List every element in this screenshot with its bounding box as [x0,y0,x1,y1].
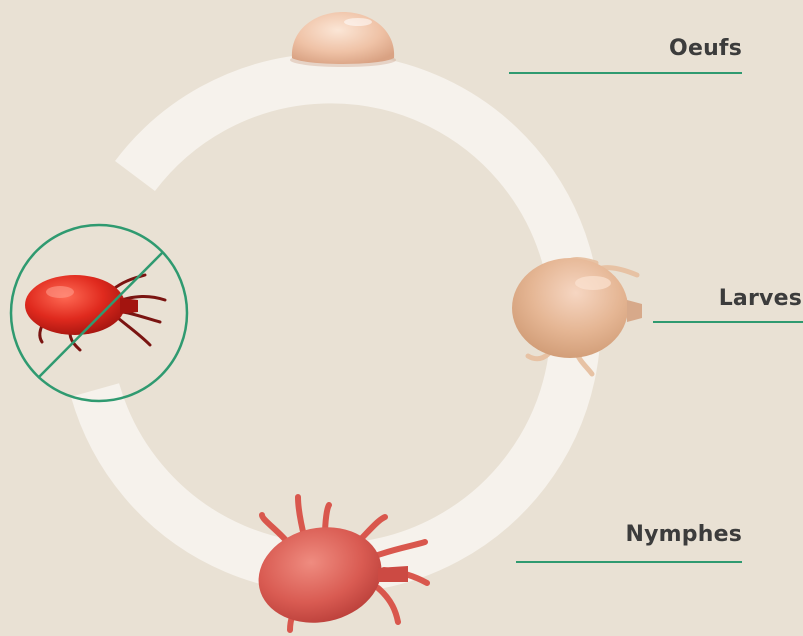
leader-line-larves [653,321,803,323]
leader-line-nymphes [516,561,742,563]
stage-label-larves: Larves [719,286,802,311]
cycle-ring [95,78,576,568]
adult-red-mite-icon [25,275,165,350]
mite-egg-icon [290,12,396,67]
mite-larva-icon [512,258,642,374]
stage-label-nymphes: Nymphes [625,522,742,547]
leader-line-oeufs [509,72,742,74]
stage-label-oeufs: Oeufs [669,36,742,61]
